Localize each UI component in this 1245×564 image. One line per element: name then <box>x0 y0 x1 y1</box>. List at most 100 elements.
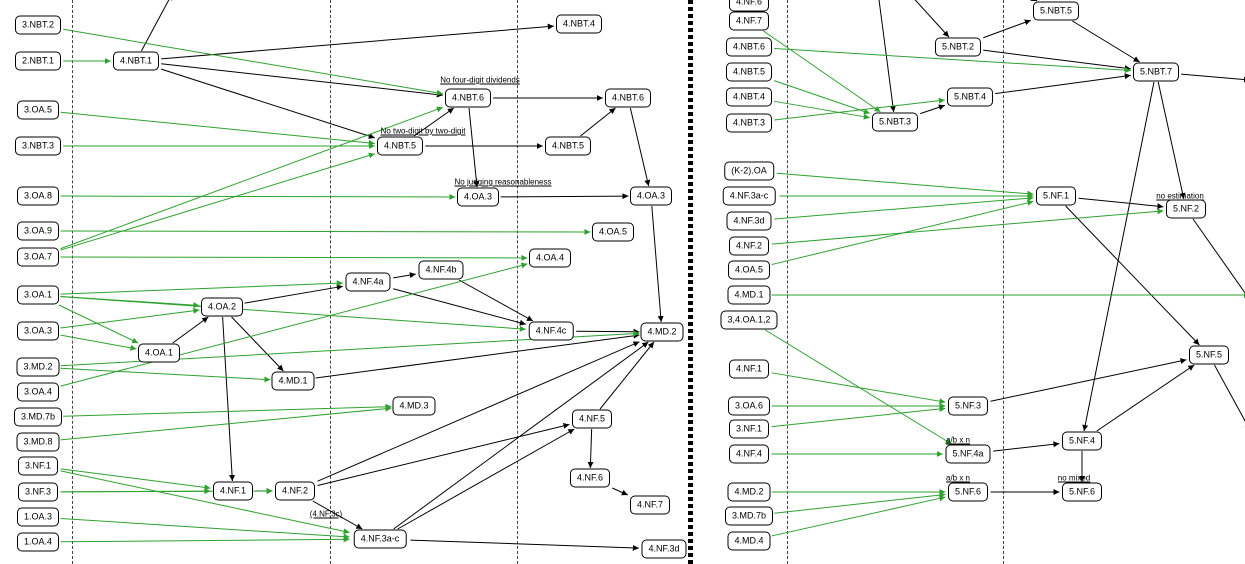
node-4.NF.3d[interactable]: 4.NF.3d <box>726 211 772 231</box>
node-4.NBT.4[interactable]: 4.NBT.4 <box>555 14 603 34</box>
progression-edge <box>1192 218 1245 300</box>
node-5.NF.4a[interactable]: 5.NF.4a <box>945 444 991 464</box>
progression-edge <box>993 441 1060 452</box>
prerequisite-edge <box>60 193 456 200</box>
node-5.NBT.3[interactable]: 5.NBT.3 <box>871 112 919 132</box>
node-4.MD.1[interactable]: 4.MD.1 <box>271 371 315 391</box>
column-divider <box>330 0 331 564</box>
node-3.OA.3[interactable]: 3.OA.3 <box>16 321 60 341</box>
node-4.NBT.3[interactable]: 4.NBT.3 <box>725 113 773 133</box>
node-4.NF.2[interactable]: 4.NF.2 <box>728 236 770 256</box>
node-5.NBT.5[interactable]: 5.NBT.5 <box>1032 1 1080 21</box>
node-3.MD.7b[interactable]: 3.MD.7b <box>724 506 774 526</box>
prerequisite-edge <box>60 262 528 387</box>
node-5.NF.6[interactable]: 5.NF.6 <box>1061 482 1103 502</box>
node-5.NF.4[interactable]: 5.NF.4 <box>1061 431 1103 451</box>
node-4.NF.6[interactable]: 4.NF.6 <box>728 0 770 12</box>
prerequisite-edge <box>774 100 870 120</box>
prerequisite-edge <box>60 470 350 535</box>
progression-edge <box>393 288 526 326</box>
node-4.NBT.5[interactable]: 4.NBT.5 <box>376 136 424 156</box>
prerequisite-edge <box>776 172 1034 197</box>
node-4.NBT.1[interactable]: 4.NBT.1 <box>112 51 160 71</box>
node-3.MD.7b[interactable]: 3.MD.7b <box>13 407 63 427</box>
node-4.MD.4[interactable]: 4.MD.4 <box>727 531 771 551</box>
prerequisite-edge <box>774 492 946 514</box>
node-4.NF.7[interactable]: 4.NF.7 <box>629 495 671 515</box>
node-2.NBT.1[interactable]: 2.NBT.1 <box>14 51 62 71</box>
column-divider <box>1003 0 1004 564</box>
node-3.OA.8[interactable]: 3.OA.8 <box>16 186 60 206</box>
node-3.NBT.3[interactable]: 3.NBT.3 <box>14 136 62 156</box>
node-3.OA.7[interactable]: 3.OA.7 <box>16 247 60 267</box>
node-4.MD.2[interactable]: 4.MD.2 <box>727 482 771 502</box>
node-3.NF.1[interactable]: 3.NF.1 <box>728 419 770 439</box>
progression-edge <box>244 284 343 304</box>
node-4.NF.7[interactable]: 4.NF.7 <box>728 11 770 31</box>
node-5.NF.6[interactable]: 5.NF.6 <box>947 482 989 502</box>
node-4.OA.3[interactable]: 4.OA.3 <box>456 187 500 207</box>
node-4.OA.3[interactable]: 4.OA.3 <box>629 186 673 206</box>
node-4.NBT.6[interactable]: 4.NBT.6 <box>444 88 492 108</box>
prerequisite-edge <box>60 307 200 329</box>
node-3.MD.8[interactable]: 3.MD.8 <box>16 432 60 452</box>
node-4.NBT.6[interactable]: 4.NBT.6 <box>725 37 773 57</box>
node-4.NF.4[interactable]: 4.NF.4 <box>728 444 770 464</box>
node-4.MD.2[interactable]: 4.MD.2 <box>640 322 684 342</box>
node-4.NF.1[interactable]: 4.NF.1 <box>212 481 254 501</box>
edge-annotation: No four-digit dividends <box>440 75 520 85</box>
node-3.OA.4[interactable]: 3.OA.4 <box>16 382 60 402</box>
node-3.OA.6[interactable]: 3.OA.6 <box>727 396 771 416</box>
node-3.NBT.2[interactable]: 3.NBT.2 <box>14 15 62 35</box>
node-3.OA.5[interactable]: 3.OA.5 <box>16 100 60 120</box>
node-3.NF.1[interactable]: 3.NF.1 <box>17 456 59 476</box>
progression-edge <box>393 272 416 279</box>
progression-edge <box>878 0 896 113</box>
node-4.NF.6[interactable]: 4.NF.6 <box>569 468 611 488</box>
node-4.OA.1[interactable]: 4.OA.1 <box>137 343 181 363</box>
node-4.NBT.4[interactable]: 4.NBT.4 <box>725 87 773 107</box>
node-4.OA.5[interactable]: 4.OA.5 <box>727 260 771 280</box>
node-5.NBT.7[interactable]: 5.NBT.7 <box>1132 62 1180 82</box>
node-4.NF.4c[interactable]: 4.NF.4c <box>528 321 574 341</box>
node-4.OA.2[interactable]: 4.OA.2 <box>200 297 244 317</box>
node-5.NF.5[interactable]: 5.NF.5 <box>1188 345 1230 365</box>
node-4.NBT.6[interactable]: 4.NBT.6 <box>604 88 652 108</box>
progression-edge <box>161 23 554 60</box>
node-5.NF.1[interactable]: 5.NF.1 <box>1035 186 1077 206</box>
progression-edge <box>1078 197 1164 210</box>
column-divider <box>72 0 73 564</box>
node-4.OA.5[interactable]: 4.OA.5 <box>591 222 635 242</box>
progression-edge <box>312 500 363 530</box>
node-4.NF.3d[interactable]: 4.NF.3d <box>641 539 687 559</box>
node-5.NBT.2[interactable]: 5.NBT.2 <box>934 37 982 57</box>
node-3.OA.9[interactable]: 3.OA.9 <box>16 221 60 241</box>
node-3.NF.3[interactable]: 3.NF.3 <box>17 482 59 502</box>
node-4.NF.3a-c[interactable]: 4.NF.3a-c <box>353 529 407 549</box>
node-3.MD.2[interactable]: 3.MD.2 <box>16 357 60 377</box>
node-(K-2).OA[interactable]: (K-2).OA <box>724 161 774 181</box>
node-4.MD.3[interactable]: 4.MD.3 <box>392 396 436 416</box>
progression-edge <box>1096 364 1195 432</box>
node-4.NF.2[interactable]: 4.NF.2 <box>274 481 316 501</box>
node-4.NF.4a[interactable]: 4.NF.4a <box>345 272 391 292</box>
node-5.NF.2[interactable]: 5.NF.2 <box>1165 199 1207 219</box>
node-1.OA.4[interactable]: 1.OA.4 <box>16 532 60 552</box>
prerequisite-edge <box>774 80 870 115</box>
node-5.NF.3[interactable]: 5.NF.3 <box>947 396 989 416</box>
node-4.MD.1[interactable]: 4.MD.1 <box>727 285 771 305</box>
node-5.NBT.4[interactable]: 5.NBT.4 <box>946 87 994 107</box>
node-4.OA.4[interactable]: 4.OA.4 <box>528 248 572 268</box>
node-4.NBT.5[interactable]: 4.NBT.5 <box>725 62 773 82</box>
node-1.OA.3[interactable]: 1.OA.3 <box>16 507 60 527</box>
edge-annotation: no estimation <box>1156 191 1204 201</box>
node-3.OA.1[interactable]: 3.OA.1 <box>16 285 60 305</box>
node-4.NF.3a-c[interactable]: 4.NF.3a-c <box>722 186 776 206</box>
node-4.NF.4b[interactable]: 4.NF.4b <box>418 260 464 280</box>
progression-edge <box>315 332 640 379</box>
node-4.NF.5[interactable]: 4.NF.5 <box>571 409 613 429</box>
node-3,4.OA.1,2[interactable]: 3,4.OA.1,2 <box>720 310 778 330</box>
node-4.NF.1[interactable]: 4.NF.1 <box>728 359 770 379</box>
node-4.NBT.5[interactable]: 4.NBT.5 <box>544 136 592 156</box>
